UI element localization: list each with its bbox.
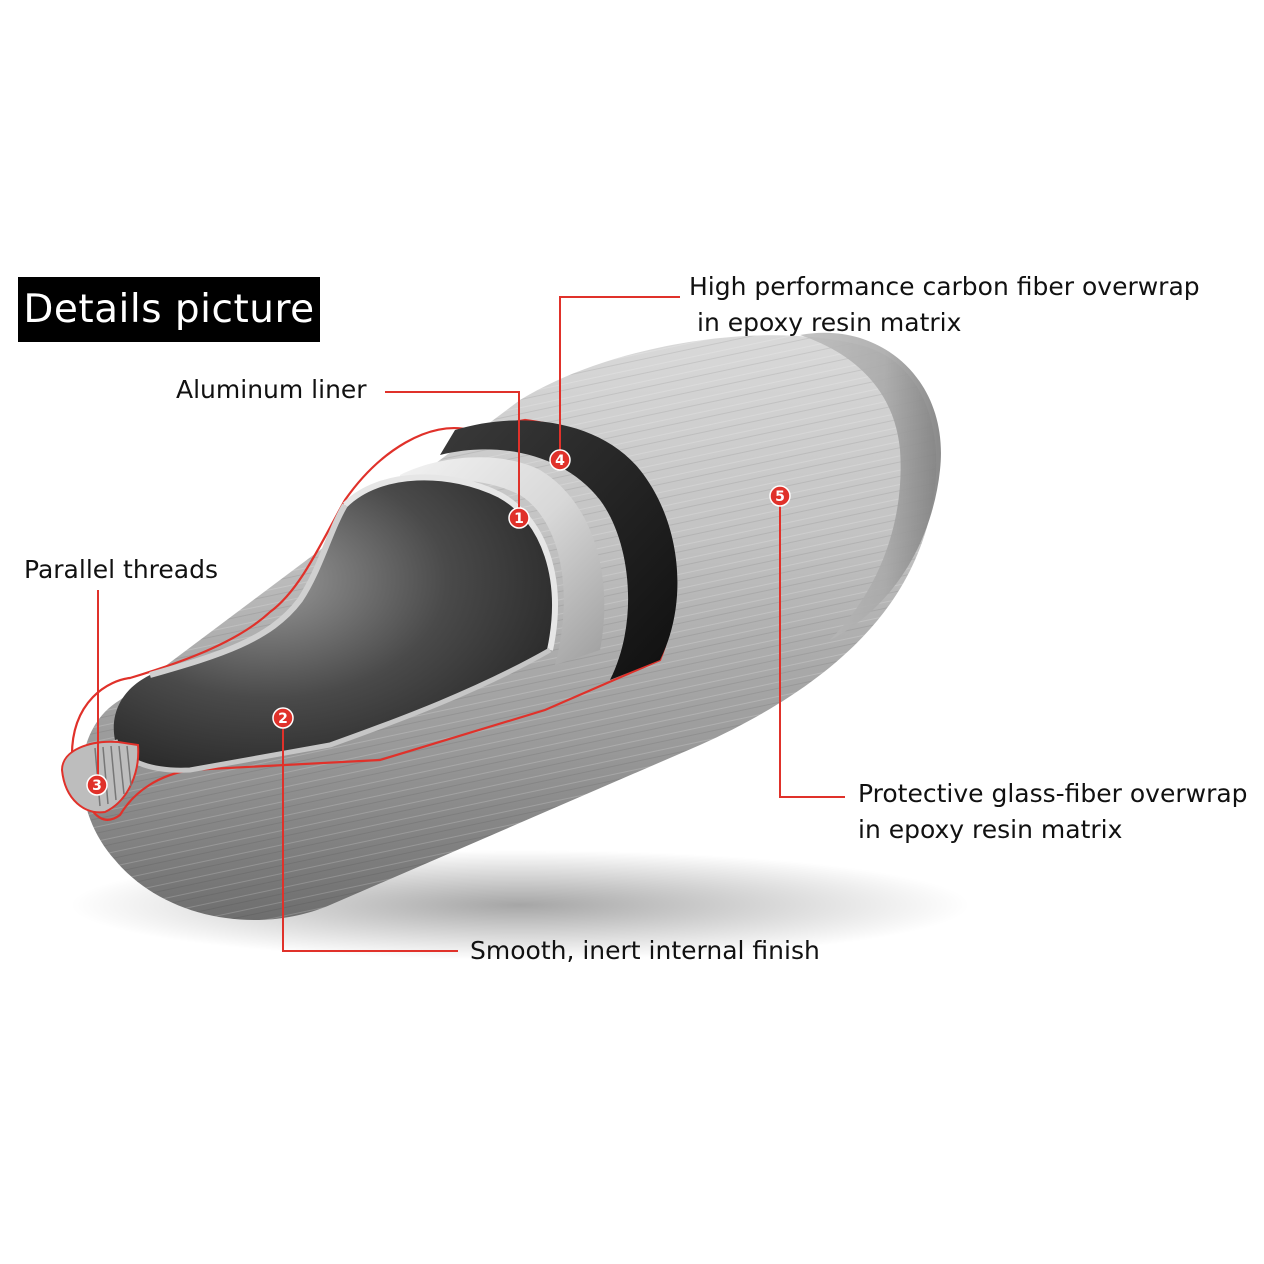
cut-section-outline bbox=[70, 418, 675, 821]
marker-1: 1 bbox=[508, 507, 530, 529]
svg-text:1: 1 bbox=[514, 511, 524, 527]
marker-5: 5 bbox=[769, 485, 791, 507]
leader-line-5 bbox=[779, 500, 845, 798]
aluminum-liner-ring bbox=[400, 457, 605, 665]
marker-3: 3 bbox=[86, 774, 108, 796]
label-glass-overwrap-line2: in epoxy resin matrix bbox=[858, 815, 1123, 844]
liner-wall-edge bbox=[342, 474, 558, 651]
leader-line-2 bbox=[282, 722, 458, 952]
svg-text:3: 3 bbox=[92, 778, 102, 794]
svg-text:5: 5 bbox=[775, 489, 785, 505]
label-internal-finish: Smooth, inert internal finish bbox=[470, 936, 820, 965]
label-parallel-threads: Parallel threads bbox=[24, 555, 219, 584]
page-title: Details picture bbox=[23, 287, 315, 332]
label-aluminum-liner: Aluminum liner bbox=[176, 375, 367, 404]
marker-2: 2 bbox=[272, 707, 294, 729]
leader-line-1 bbox=[385, 391, 520, 510]
liner-interior bbox=[113, 477, 555, 771]
label-carbon-overwrap-line1: High performance carbon fiber overwrap bbox=[689, 272, 1200, 301]
title-banner: Details picture bbox=[18, 277, 320, 342]
carbon-fiber-band bbox=[440, 420, 678, 680]
leader-line-4 bbox=[559, 296, 680, 452]
label-carbon-overwrap-line2: in epoxy resin matrix bbox=[697, 308, 962, 337]
svg-text:4: 4 bbox=[555, 453, 565, 469]
svg-text:2: 2 bbox=[278, 711, 288, 727]
label-glass-overwrap-line1: Protective glass-fiber overwrap bbox=[858, 779, 1248, 808]
marker-4: 4 bbox=[549, 449, 571, 471]
